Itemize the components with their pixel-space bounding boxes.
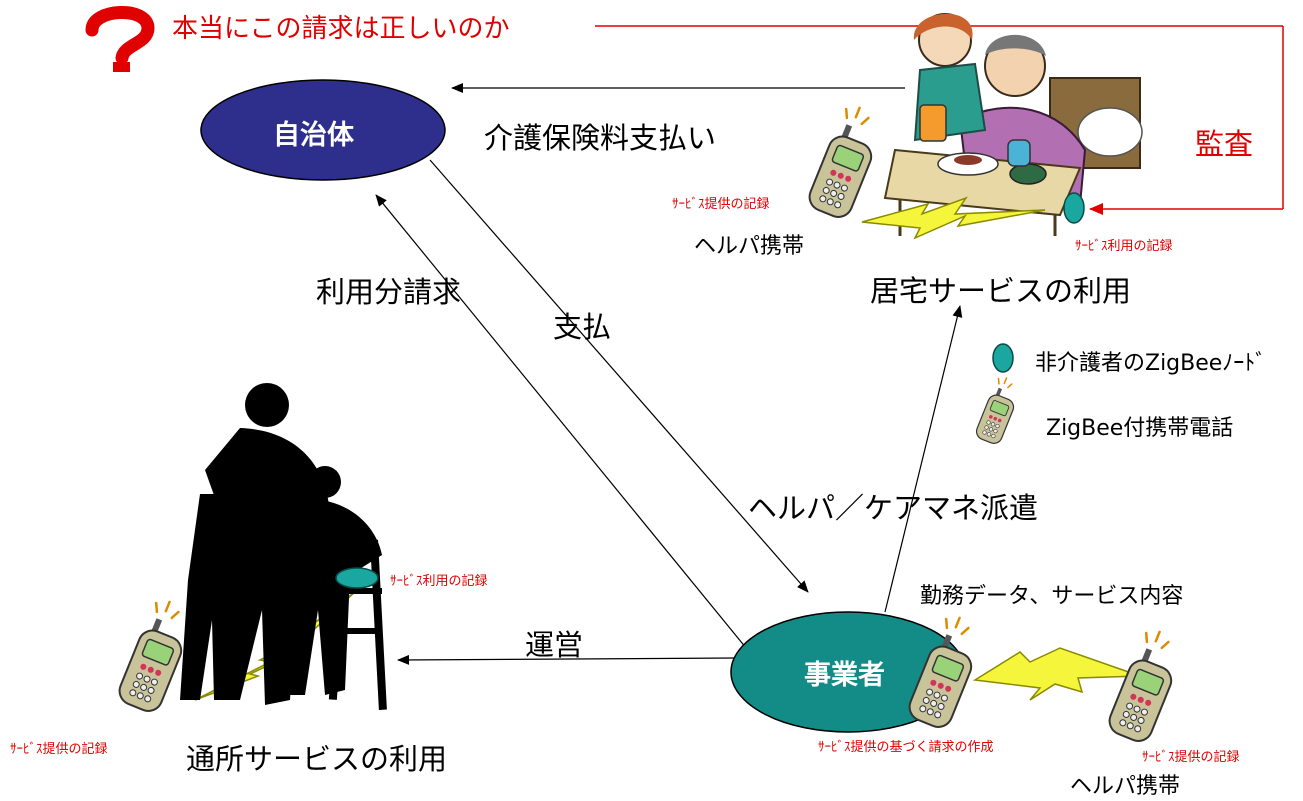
day-record-provide-label: ｻｰﾋﾞｽ提供の記録 [10, 742, 108, 757]
legend-phone-label: ZigBee付携帯電話 [1046, 416, 1234, 441]
phone-legend-icon [973, 374, 1024, 447]
zigbee-node-day [335, 567, 379, 589]
day-scene-title: 通所サービスの利用 [186, 742, 448, 776]
helper-dispatch-label: ヘルパ／ケアマネ派遣 [748, 491, 1039, 525]
arrow-payment [429, 159, 809, 593]
arrow-operation [397, 654, 736, 665]
signal-bolt-provider [972, 647, 1141, 701]
question-text: 本当にこの請求は正しいのか [172, 14, 510, 44]
payment-label: 支払 [553, 310, 612, 344]
day-service-silhouette [180, 383, 387, 710]
phone-home-icon [804, 101, 889, 223]
provider-record-provide-label: ｻｰﾋﾞｽ提供の記録 [1142, 750, 1240, 765]
kaigo-payment-label: 介護保険料支払い [484, 121, 717, 155]
jigyosha-label: 事業者 [804, 660, 885, 691]
zigbee-node-legend-icon [992, 343, 1014, 373]
home-care-illustration [883, 13, 1143, 236]
work-data-label: 勤務データ、サービス内容 [920, 584, 1184, 609]
legend-node-label: 非介護者のZigBeeﾉｰﾄﾞ [1035, 351, 1267, 376]
audit-label: 監査 [1195, 127, 1254, 161]
question-mark-icon [85, 6, 155, 72]
arrow-usage-claim [375, 194, 761, 666]
signal-bolt-home [861, 196, 1046, 240]
phone-helper-icon [1104, 625, 1189, 747]
usage-claim-label: 利用分請求 [316, 275, 462, 309]
zigbee-node-home [1063, 192, 1085, 224]
provider-claim-label: ｻｰﾋﾞｽ提供の基づく請求の作成 [818, 740, 994, 755]
operation-label: 運営 [525, 628, 584, 662]
jichitai-label: 自治体 [273, 120, 354, 151]
home-phone-label: ヘルパ携帯 [694, 234, 805, 259]
home-record-provide-label: ｻｰﾋﾞｽ提供の記録 [672, 197, 770, 212]
provider-phone-label: ヘルパ携帯 [1070, 774, 1181, 799]
day-record-use-label: ｻｰﾋﾞｽ利用の記録 [390, 574, 488, 589]
home-scene-title: 居宅サービスの利用 [870, 274, 1132, 308]
home-record-use-label: ｻｰﾋﾞｽ利用の記録 [1075, 239, 1173, 254]
jichitai-node [200, 79, 446, 181]
arrow-helper-dispatch [884, 305, 963, 613]
